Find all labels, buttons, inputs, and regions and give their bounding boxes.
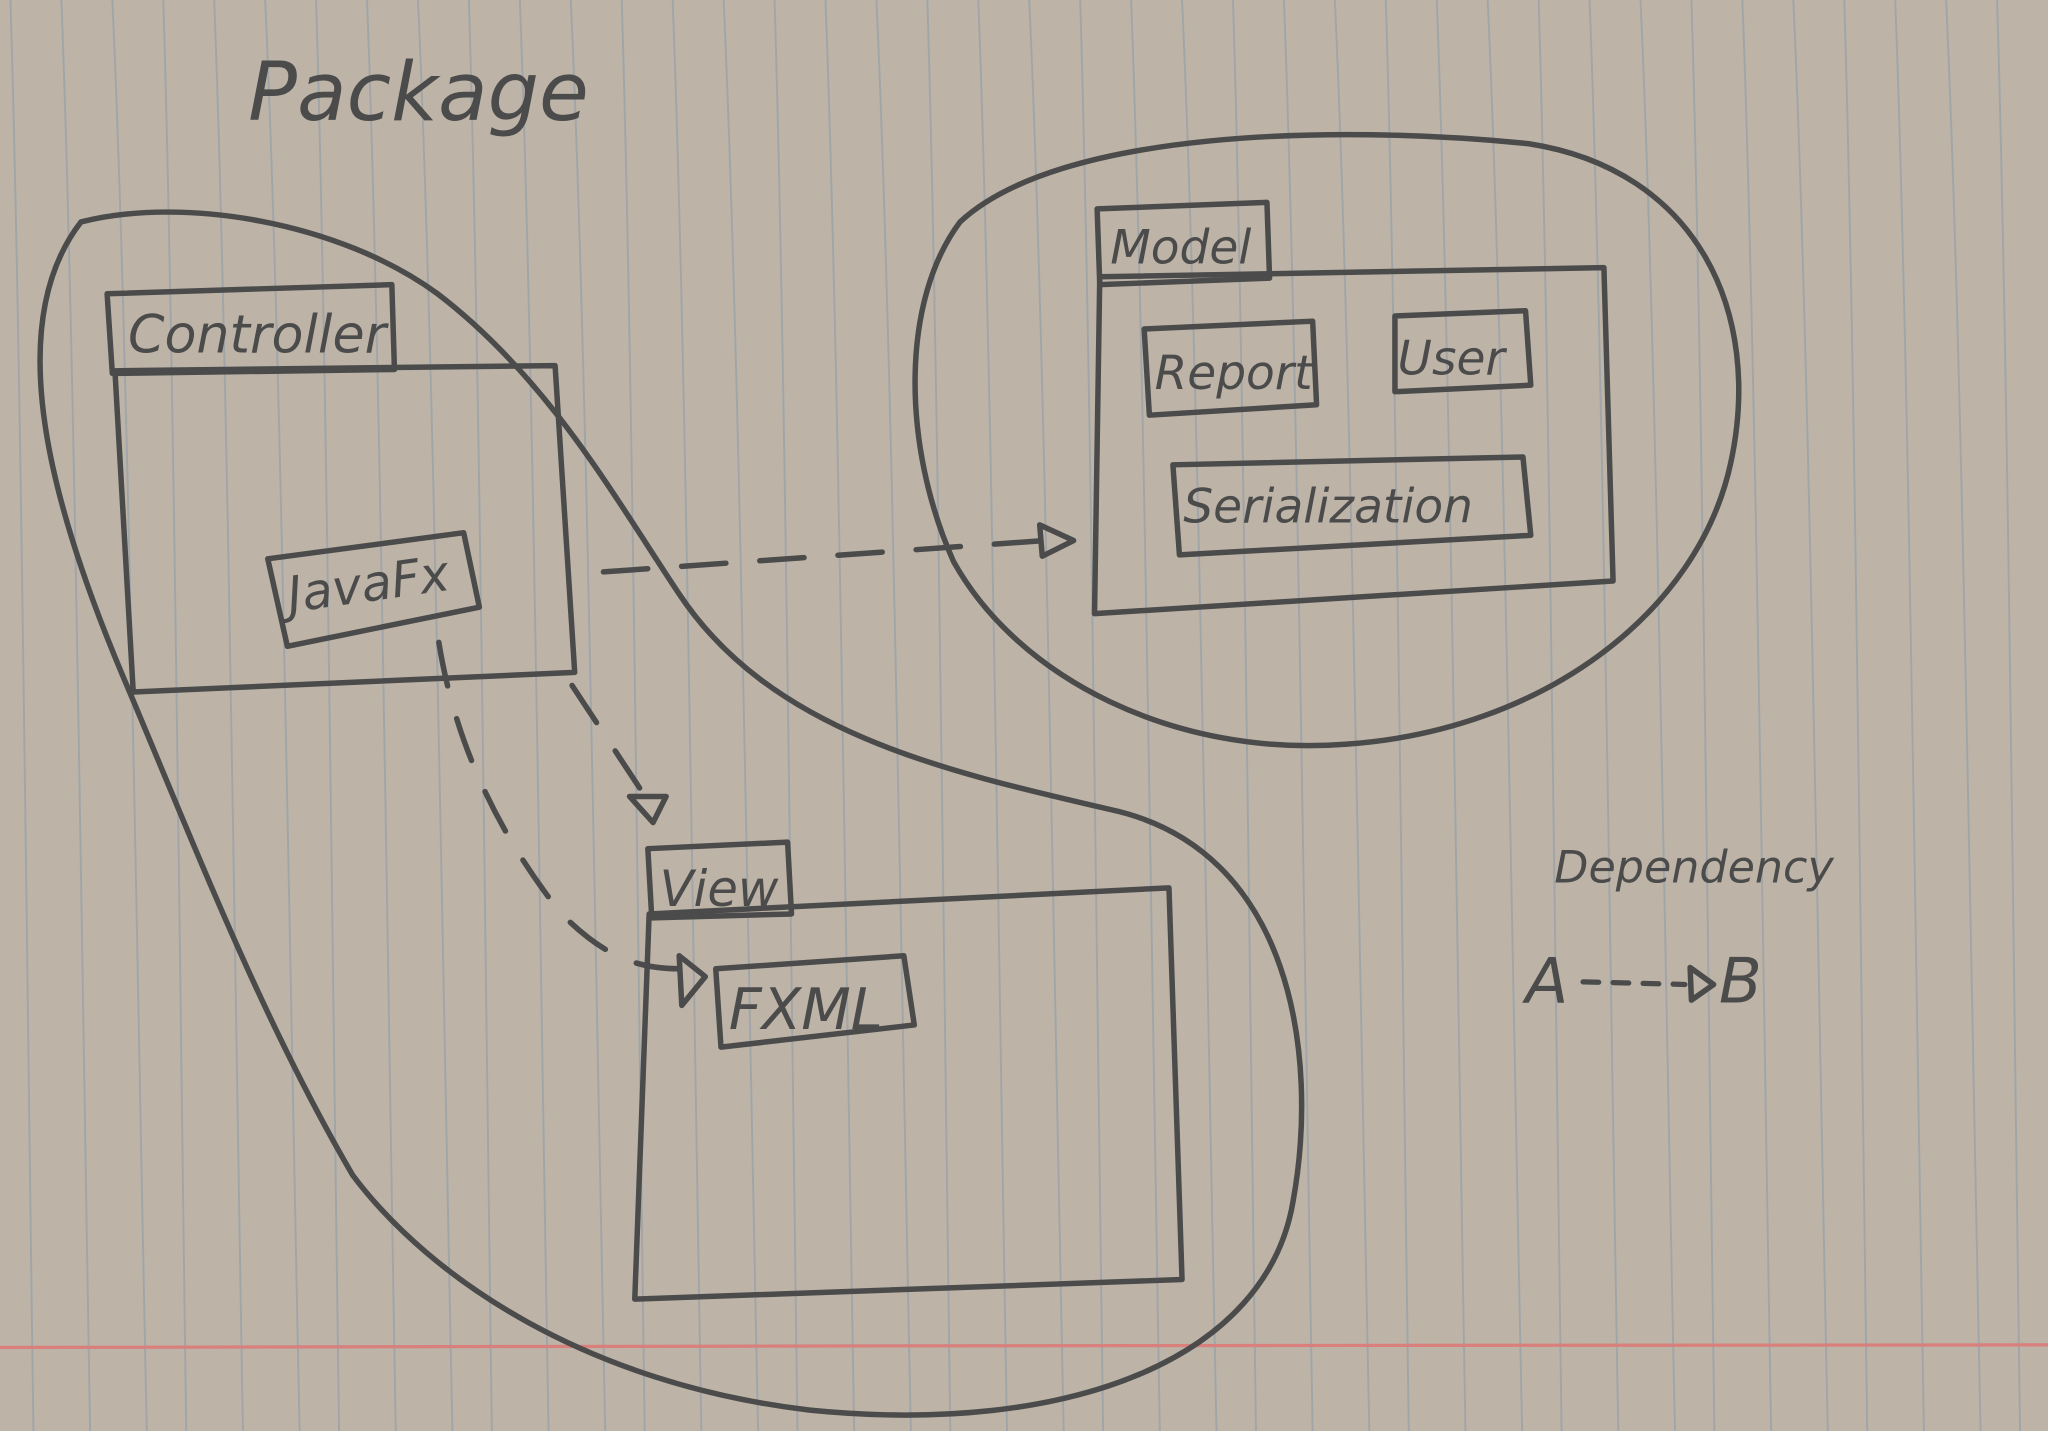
controller-to-model-arrow-line [600,537,1048,575]
paper-rule-line [518,0,550,1431]
paper-rule-line [162,0,188,1431]
paper-rule-line [1996,0,2022,1431]
diagram-title: Package [248,46,589,140]
paper-rule-line [620,0,646,1431]
margin-line [0,1343,2048,1350]
javafx-to-fxml-arrow-line [436,639,682,972]
serialization-box [1170,454,1534,558]
paper-rule-line [1945,0,1982,1431]
paper-rule-line [416,0,454,1431]
controller-to-view-arrowhead [626,793,669,826]
paper-rule-line [1537,0,1563,1431]
paper-rule-line [569,0,607,1431]
view-tab [645,839,795,921]
serialization-label: Serialization [1183,479,1473,534]
user-box [1392,308,1534,395]
paper-rule-line [1079,0,1105,1431]
controller-body [112,362,578,695]
model-body [1091,264,1616,617]
paper-rule-line [213,0,244,1431]
paper-rule-line [1741,0,1773,1431]
view-body [632,885,1185,1302]
paper-rule-line [315,0,341,1431]
fxml-label: FXML [729,976,883,1043]
model-tab [1094,199,1273,288]
paper-rule-line [1894,0,1925,1431]
paper-rule-line [1282,0,1314,1431]
paper-rule-line [1181,0,1218,1431]
user-label: User [1398,332,1508,387]
paper-rule-line [926,0,952,1431]
paper-rule-line [824,0,856,1431]
controller-to-view-arrow-line [569,682,648,800]
paper-rule-line [1333,0,1371,1431]
paper-rule-line [1435,0,1467,1431]
legend-dependency-line [1580,979,1688,988]
package-group-outline-left [37,209,1305,1418]
paper-rule-line [1639,0,1676,1431]
paper-rule-line [1232,0,1257,1431]
model-package: Model Report User Serialization [1091,199,1616,617]
javafx-box [265,529,483,650]
paper-rule-line [1792,0,1829,1431]
report-label: Report [1155,346,1315,401]
paper-rule-line [977,0,1008,1431]
paper-rule-line [1028,0,1065,1431]
paper-rule-line [1384,0,1410,1431]
paper-rule-line [264,0,301,1431]
javafx-to-fxml-arrowhead [676,952,709,1009]
legend-title: Dependency [1554,843,1834,894]
controller-package: Controller JavaFx [104,281,578,695]
report-box [1141,318,1320,418]
model-label: Model [1110,221,1251,276]
paper-rule-line [60,0,92,1431]
paper-rule-line [671,0,703,1431]
paper-rule-line [9,0,35,1431]
paper-rule-line [1690,0,1716,1431]
view-package: View FXML [632,839,1185,1302]
paper-rule-line [467,0,493,1431]
paper-rule-line [722,0,760,1431]
paper-rule-line [1588,0,1620,1431]
dependency-arrows [436,522,1077,1009]
fxml-box [713,952,918,1050]
legend-from-label: A [1522,945,1569,1018]
package-group-outline-right [912,131,1742,749]
controller-label: Controller [128,306,390,366]
controller-to-model-arrowhead [1036,522,1077,559]
paper-rule-line [875,0,912,1431]
legend: Dependency A B [1522,843,1835,1018]
view-label: View [660,860,779,918]
paper-rule-line [366,0,397,1431]
paper-rule-line [1486,0,1524,1431]
paper-rule-line [773,0,799,1431]
legend-arrowhead [1687,964,1717,1003]
legend-to-label: B [1719,945,1762,1018]
paper-rules [9,0,2022,1431]
paper-rule-line [1843,0,1869,1431]
paper-rule-line [1130,0,1161,1431]
